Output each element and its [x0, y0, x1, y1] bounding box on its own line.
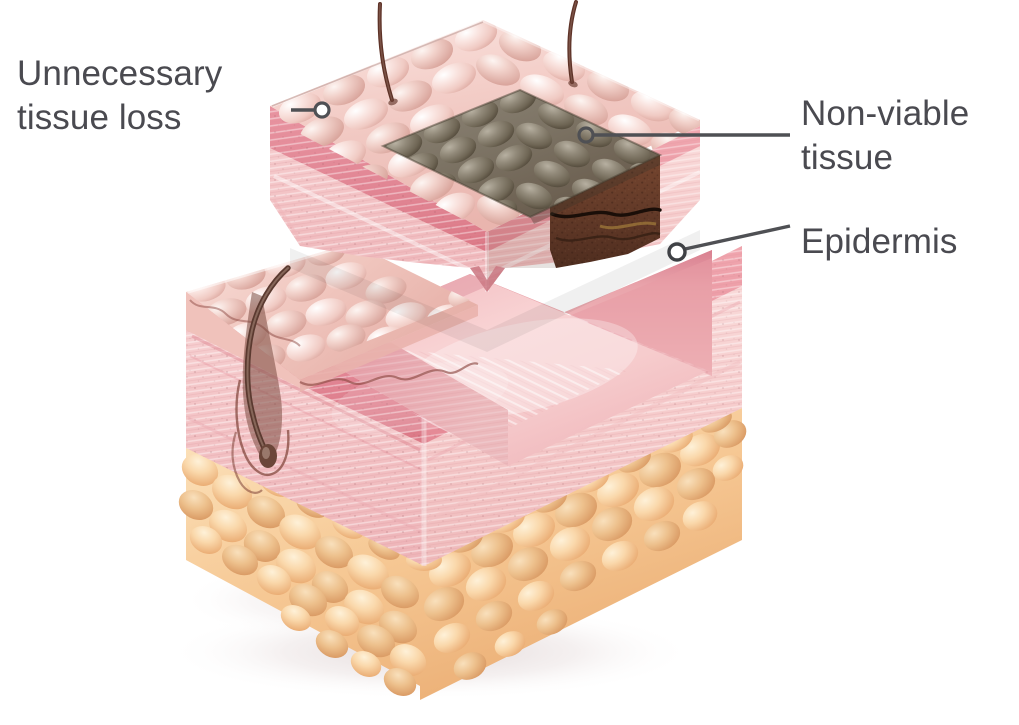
excised-tissue-block [270, 0, 701, 352]
hair-follicle [231, 265, 291, 494]
wound-bed-block [178, 242, 747, 700]
leader-epidermis [667, 224, 791, 262]
hair-shafts-excised-block [377, 0, 578, 106]
fat-lobules-right [423, 420, 747, 680]
label-unnecessary-tissue-loss: Unnecessary tissue loss [17, 54, 223, 137]
label-epidermis: Epidermis [801, 222, 958, 261]
leader-non-viable-tissue [577, 126, 790, 144]
excised-block-notch [470, 266, 505, 292]
subcutaneous-fat-layer [178, 408, 747, 700]
leader-lines [291, 101, 791, 262]
leader-unnecessary-tissue-loss [291, 101, 331, 119]
label-non-viable-tissue: Non-viable tissue [801, 94, 970, 177]
fat-lobules-left [178, 454, 427, 696]
necrotic-eschar-cut-face [550, 155, 662, 268]
